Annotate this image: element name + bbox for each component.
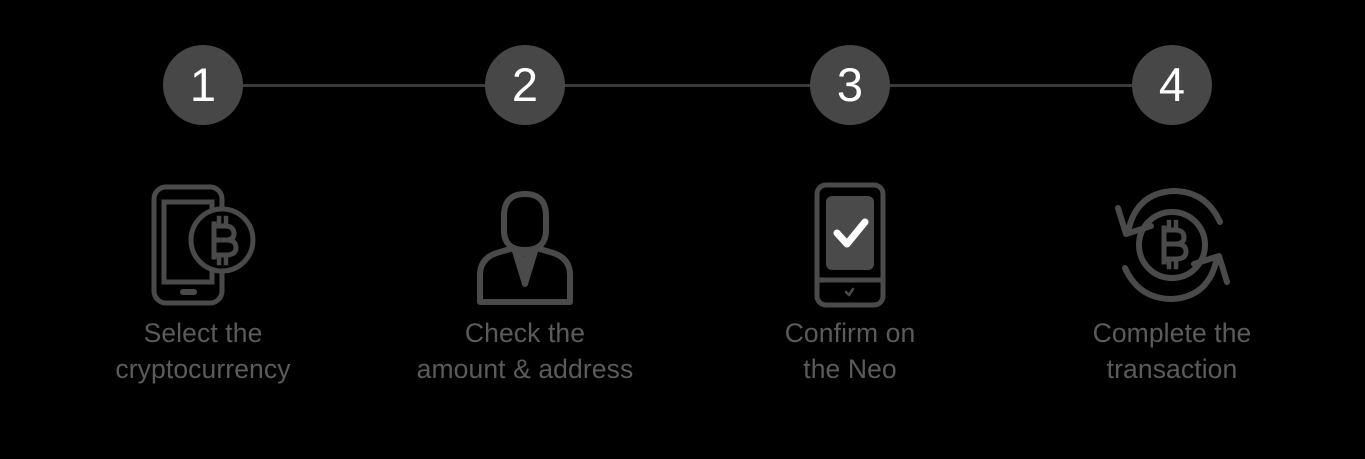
step-label-2: Check the amount & address (416, 318, 634, 384)
device-checkmark-column: Confirm on the Neo (700, 175, 1000, 387)
person-suit-icon (375, 175, 675, 315)
step-content-row: Select the cryptocurrency Check the amou… (0, 175, 1365, 405)
step-column-1: Select the cryptocurrency (53, 175, 353, 387)
step-circle-2[interactable]: 2 (485, 45, 565, 125)
bitcoin-exchange-arrows-icon (1022, 175, 1322, 315)
bitcoin-exchange-column: Complete the transaction (1022, 175, 1322, 387)
phone-bitcoin-icon (53, 175, 353, 315)
step-circle-3[interactable]: 3 (810, 45, 890, 125)
step-number-row: 1 2 3 4 (0, 45, 1365, 127)
step-label-1: Select the cryptocurrency (115, 318, 291, 384)
step-column-2: Check the amount & address (375, 175, 675, 387)
step-label-3: Confirm on the Neo (784, 318, 916, 384)
device-checkmark-icon (700, 175, 1000, 315)
step-label-4: Complete the transaction (1092, 318, 1252, 384)
step-circle-4[interactable]: 4 (1132, 45, 1212, 125)
stepper-connector-line (243, 84, 1133, 87)
step-circle-1[interactable]: 1 (163, 45, 243, 125)
